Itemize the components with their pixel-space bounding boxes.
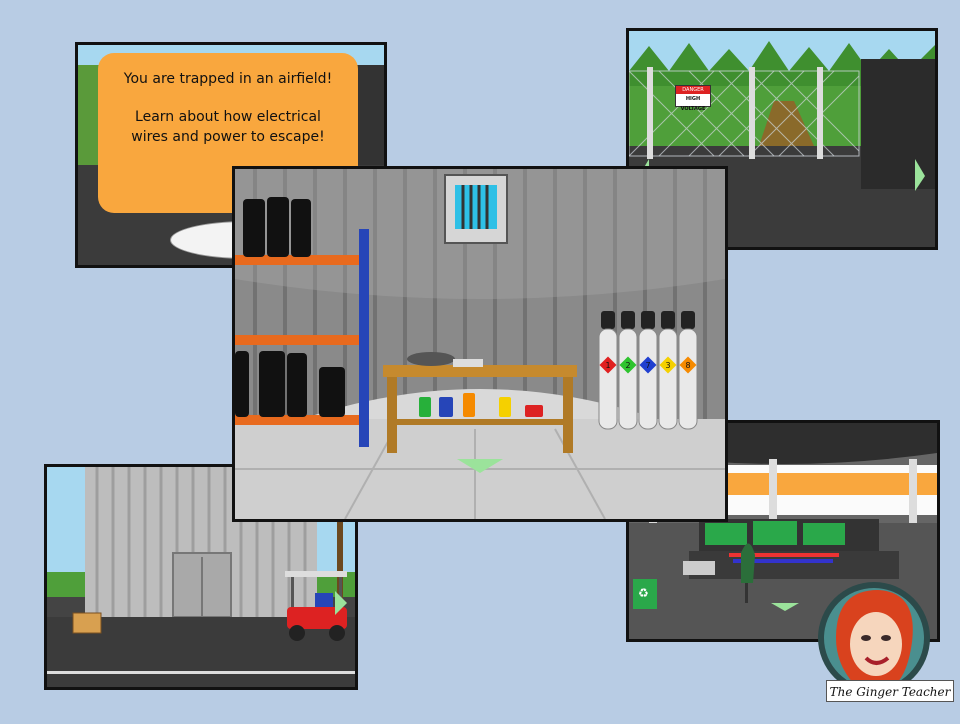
right-arrow-icon[interactable]	[915, 159, 925, 191]
sign-bottom-text: HIGH VOLTAGE	[680, 96, 706, 112]
cylinder-number: 8	[685, 361, 690, 370]
cylinder-body	[598, 328, 618, 430]
cylinder-valve	[641, 311, 655, 329]
cylinder-number: 2	[625, 361, 630, 370]
sign-top-text: DANGER	[676, 86, 710, 94]
right-arrow-icon[interactable]	[335, 591, 347, 615]
recycle-bin-icon: ♻	[638, 586, 649, 600]
cylinder-label-diamond	[619, 356, 637, 374]
down-arrow-icon[interactable]	[457, 459, 503, 473]
gas-cylinder[interactable]: 8	[678, 311, 698, 430]
logo-text: The Ginger Teacher	[826, 680, 954, 702]
cylinder-number: 7	[645, 361, 650, 370]
cylinder-body	[638, 328, 658, 430]
high-voltage-sign: DANGER HIGH VOLTAGE	[675, 85, 711, 112]
cylinder-body	[618, 328, 638, 430]
gas-cylinder[interactable]: 3	[658, 311, 678, 430]
cylinder-label-diamond	[639, 356, 657, 374]
intro-line-3: wires and power to escape!	[131, 129, 325, 145]
intro-line-1: You are trapped in an airfield!	[123, 71, 333, 87]
gas-cylinder[interactable]: 1	[598, 311, 618, 430]
cylinder-body	[658, 328, 678, 430]
cylinder-label-diamond	[599, 356, 617, 374]
cylinder-number: 3	[665, 361, 670, 370]
cylinder-number: 1	[605, 361, 610, 370]
cylinder-label-diamond	[679, 356, 697, 374]
cylinder-valve	[681, 311, 695, 329]
teacher-avatar	[818, 582, 930, 694]
intro-message-panel: You are trapped in an airfield! Learn ab…	[98, 53, 358, 213]
workshop-screenshot: 1 2 7 3 8	[232, 166, 728, 522]
gate-screenshot: DANGER HIGH VOLTAGE	[626, 28, 938, 250]
cylinder-valve	[621, 311, 635, 329]
control-room-screenshot: ♻	[626, 420, 940, 642]
intro-screenshot: You are trapped in an airfield! Learn ab…	[75, 42, 387, 268]
cylinder-valve	[601, 311, 615, 329]
gas-cylinder[interactable]: 7	[638, 311, 658, 430]
cylinder-label-diamond	[659, 356, 677, 374]
control-room-scene	[629, 423, 937, 639]
gas-cylinders: 1 2 7 3 8	[598, 311, 698, 430]
gas-cylinder[interactable]: 2	[618, 311, 638, 430]
workshop-scene: 1 2 7 3 8	[235, 169, 725, 519]
down-arrow-icon[interactable]	[771, 603, 799, 611]
golf-cart[interactable]	[285, 571, 347, 641]
cylinder-valve	[661, 311, 675, 329]
cylinder-body	[678, 328, 698, 430]
intro-line-2: Learn about how electrical	[135, 109, 321, 125]
ginger-teacher-logo: The Ginger Teacher	[800, 572, 960, 720]
